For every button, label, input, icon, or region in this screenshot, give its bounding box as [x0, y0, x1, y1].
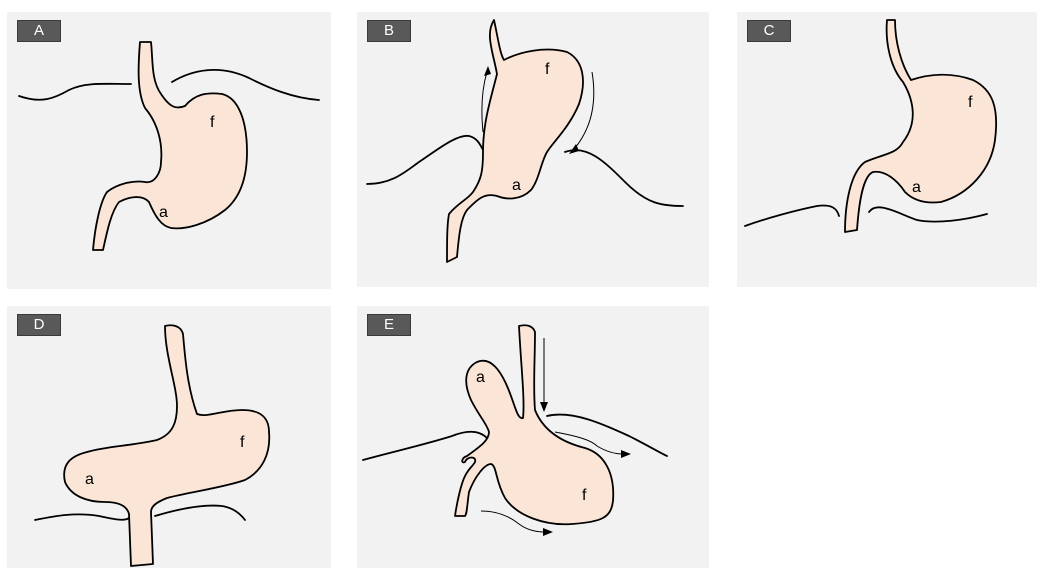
- antrum-label-c: a: [912, 179, 921, 196]
- diagram-a: f a: [7, 12, 331, 289]
- fundus-label-d: f: [240, 434, 245, 451]
- diaphragm-right: [155, 506, 245, 520]
- diaphragm-left: [19, 84, 131, 100]
- stomach: [93, 42, 247, 250]
- panel-c: C f a: [737, 12, 1037, 287]
- arrowhead: [621, 450, 631, 458]
- diaphragm-right: [565, 150, 683, 206]
- fundus-label-e: f: [582, 487, 587, 504]
- diaphragm-left: [367, 136, 483, 184]
- diaphragm-left: [745, 205, 839, 226]
- stomach: [455, 325, 613, 524]
- antrum-label-d: a: [85, 471, 94, 488]
- panel-e: E a f: [357, 306, 709, 568]
- antrum-label-b: a: [512, 177, 521, 194]
- arrowhead: [543, 528, 553, 536]
- arrowhead: [484, 66, 491, 76]
- antrum-label-a: a: [159, 204, 168, 221]
- panel-a: A f a: [7, 12, 331, 289]
- diaphragm-left: [35, 514, 129, 520]
- stomach: [845, 20, 996, 232]
- diagram-b: f a: [357, 12, 709, 287]
- fundus-label-c: f: [968, 94, 973, 111]
- panel-b: B f a: [357, 12, 709, 287]
- arrowhead: [540, 402, 548, 412]
- panel-d: D f a: [7, 306, 331, 568]
- antrum-label-e: a: [476, 369, 485, 386]
- diagram-c: f a: [737, 12, 1037, 287]
- fundus-label-a: f: [210, 114, 215, 131]
- fundus-label-b: f: [545, 61, 550, 78]
- diaphragm-right: [172, 70, 319, 100]
- diagram-d: f a: [7, 306, 331, 568]
- diagram-e: a f: [357, 306, 709, 568]
- stomach: [64, 325, 269, 566]
- stomach: [447, 20, 583, 262]
- diaphragm-right: [869, 207, 987, 221]
